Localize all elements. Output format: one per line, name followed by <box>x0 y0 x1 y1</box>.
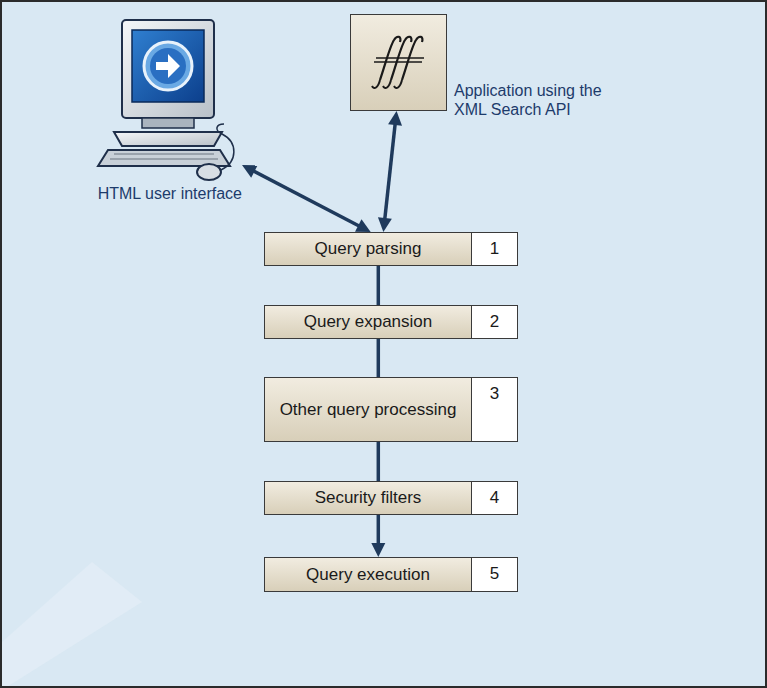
step-number: 3 <box>472 377 518 442</box>
arrowhead <box>371 543 385 557</box>
application-box: Application using the XML Search API <box>350 14 447 111</box>
icon-label: Application using the XML Search API <box>454 81 624 119</box>
connector <box>378 266 379 305</box>
step-number: 4 <box>472 481 518 515</box>
arrowhead <box>378 217 392 232</box>
connector-line <box>377 266 381 305</box>
step-number: 2 <box>472 305 518 339</box>
connector <box>378 111 402 232</box>
process-box: Query execution5 <box>264 557 518 592</box>
connector <box>242 165 371 232</box>
watermark-shape <box>2 562 142 688</box>
process-label: Security filters <box>264 481 472 515</box>
process-label: Other query processing <box>264 377 472 442</box>
connector <box>371 515 385 557</box>
connector-line <box>253 170 360 226</box>
arrowhead <box>388 111 402 126</box>
connector <box>378 442 379 481</box>
computer-icon <box>98 20 234 180</box>
process-box: Security filters4 <box>264 481 518 515</box>
process-label: Query execution <box>264 557 472 592</box>
arrowhead <box>355 219 371 232</box>
arrowhead <box>242 165 258 178</box>
connector-line <box>377 442 381 481</box>
connector-line <box>385 123 396 220</box>
process-box: Query parsing1 <box>264 232 518 266</box>
client-icon: HTML user interface <box>97 12 242 203</box>
application-icon <box>350 14 447 111</box>
connector <box>378 339 379 377</box>
icon-label: HTML user interface <box>97 184 242 203</box>
process-box: Other query processing3 <box>264 377 518 442</box>
step-number: 1 <box>472 232 518 266</box>
step-number: 5 <box>472 557 518 592</box>
connector-line <box>377 515 381 545</box>
process-label: Query expansion <box>264 305 472 339</box>
connector-line <box>377 339 381 377</box>
process-box: Query expansion2 <box>264 305 518 339</box>
process-label: Query parsing <box>264 232 472 266</box>
